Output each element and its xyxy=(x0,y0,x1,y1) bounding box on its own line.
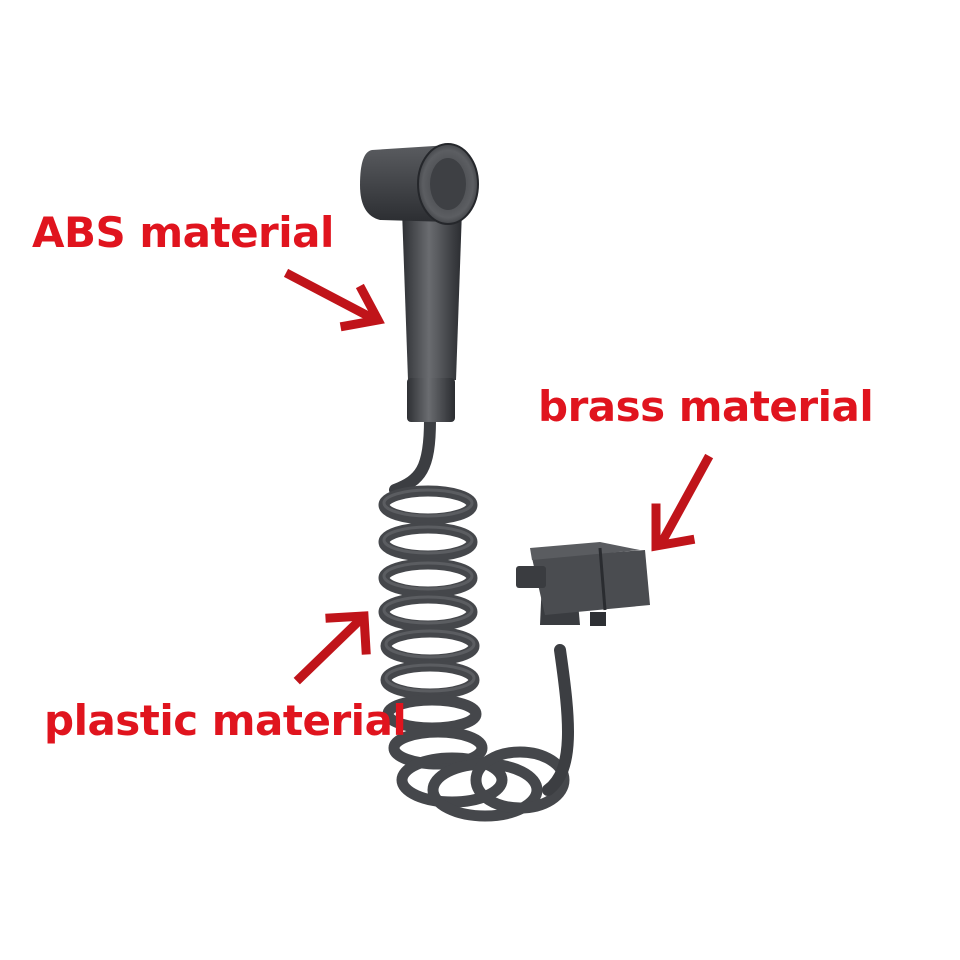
spray-head-icon xyxy=(360,143,479,422)
coiled-hose xyxy=(378,485,570,822)
hose-segment xyxy=(542,644,574,796)
arrow-icon xyxy=(651,453,714,552)
plastic-material-label: plastic material xyxy=(44,696,407,745)
brass-material-label: brass material xyxy=(538,382,874,431)
arrow-icon xyxy=(293,611,371,685)
arrow-icon xyxy=(283,268,385,332)
hose-segment xyxy=(389,414,436,496)
abs-material-label: ABS material xyxy=(32,208,334,257)
wall-bracket xyxy=(516,542,650,626)
